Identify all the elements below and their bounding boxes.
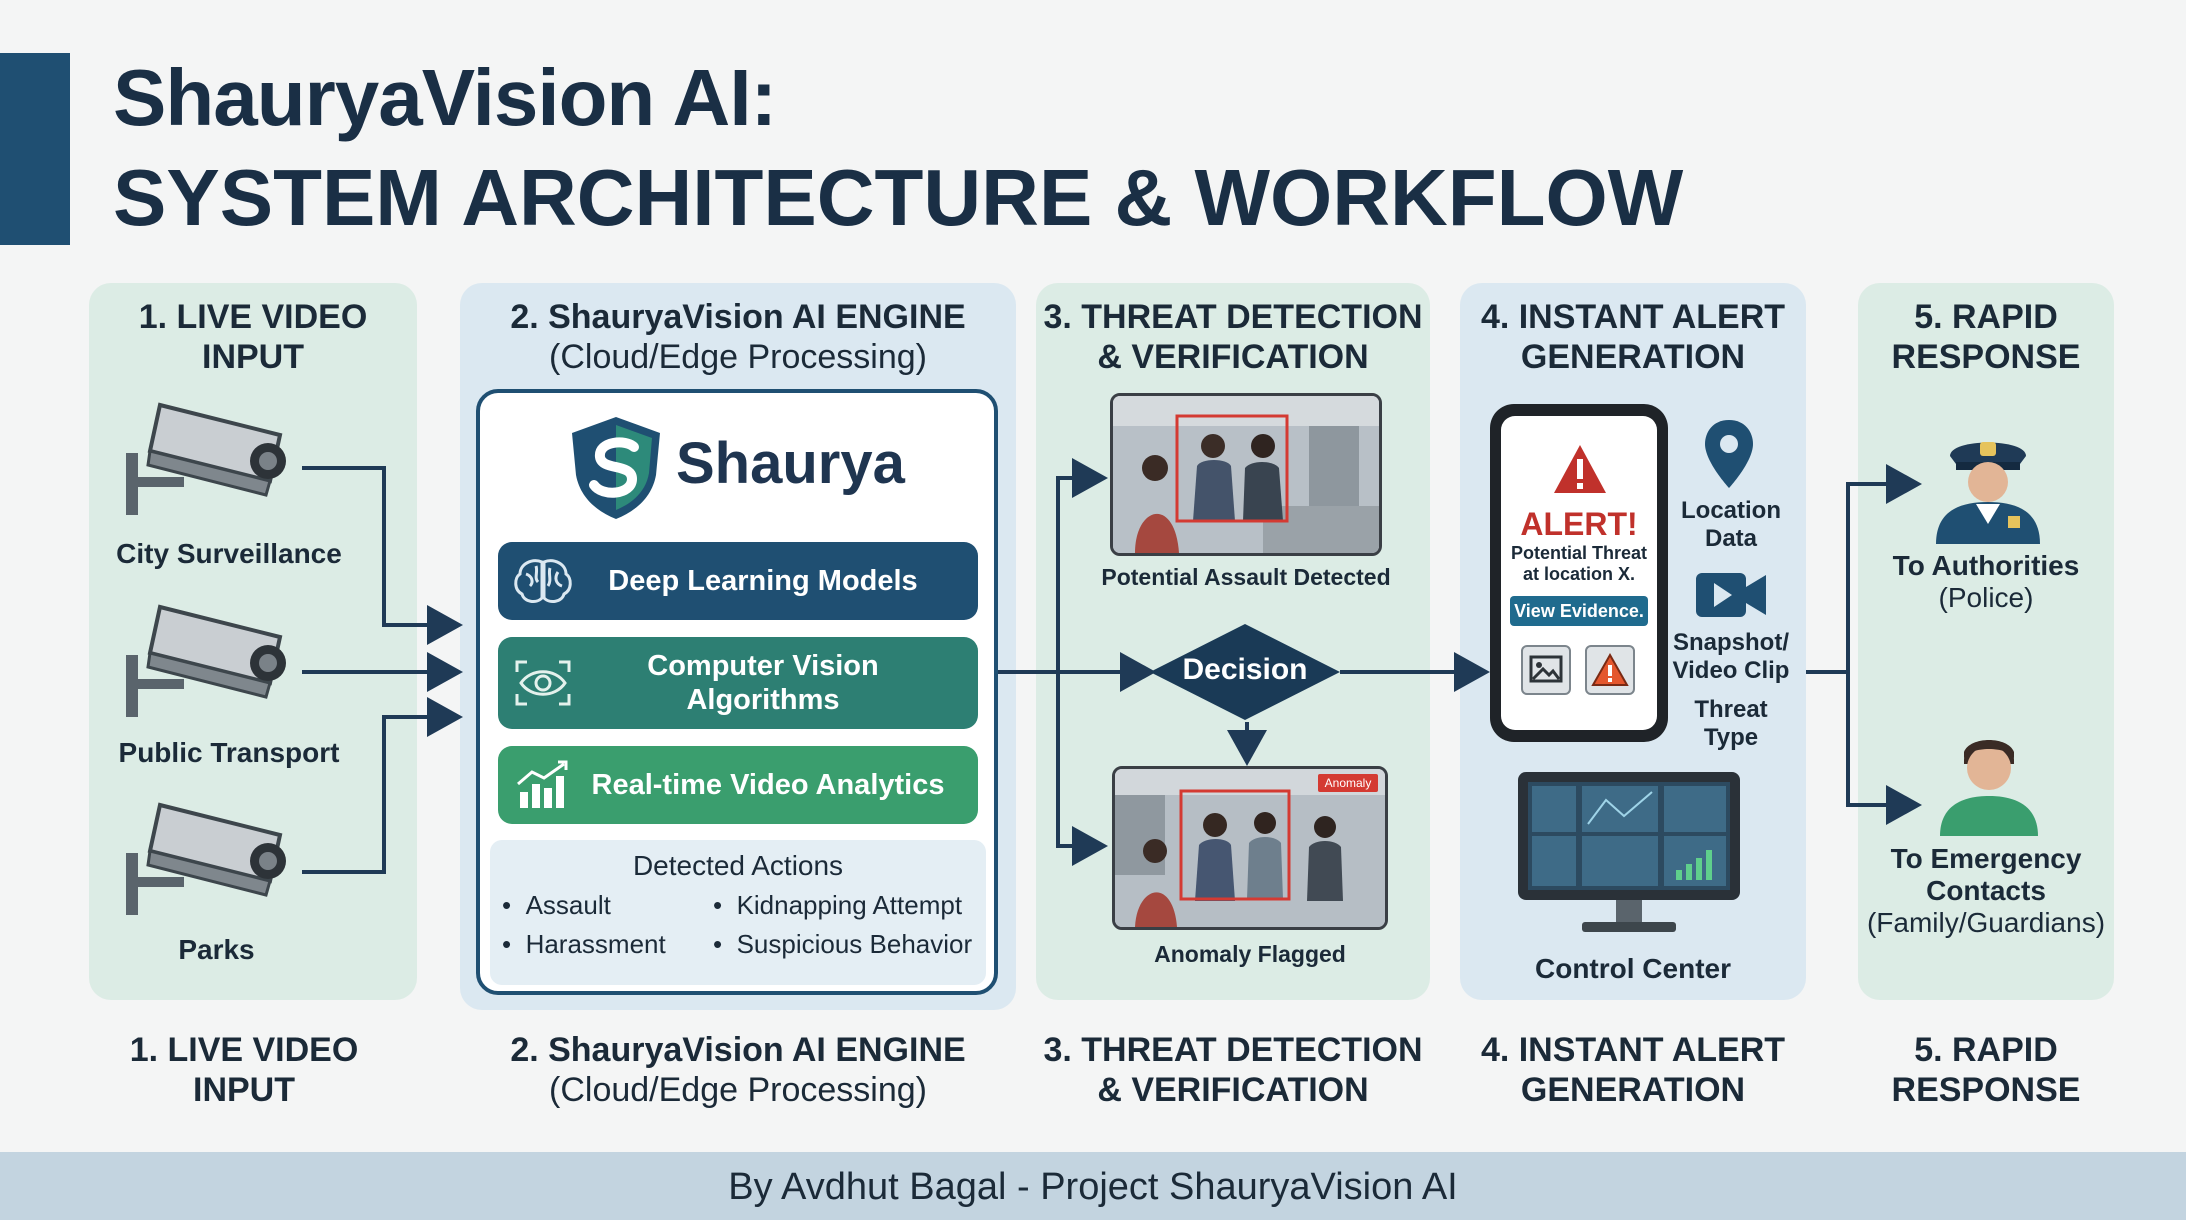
decision-diamond [1150,624,1340,720]
detected-action-item: • Assault [502,890,611,920]
location-pin-icon [1705,420,1753,488]
detected-action-item: • Harassment [502,929,666,959]
eye-scan-icon [498,658,588,708]
header-accent-bar [0,53,70,245]
footer-bar [0,1152,2186,1220]
view-evidence-button[interactable]: View Evidence. [1510,596,1648,626]
stage3-bottom-title: 3. THREAT DETECTION& VERIFICATION [1043,1031,1423,1109]
stage5-panel [1858,283,2114,1000]
stage3-title: 3. THREAT DETECTION& VERIFICATION [1043,298,1423,376]
anomaly-tag: Anomaly [1318,774,1378,792]
detected-actions-box [490,840,986,985]
anomaly-caption: Anomaly Flagged [1154,941,1346,967]
page-subtitle: SYSTEM ARCHITECTURE & WORKFLOW [113,153,1684,242]
brain-icon [498,556,588,606]
brand-name: Shaurya [676,431,905,496]
stage2-title: 2. ShauryaVision AI ENGINE(Cloud/Edge Pr… [510,298,966,376]
stage2-bottom-title: 2. ShauryaVision AI ENGINE(Cloud/Edge Pr… [510,1031,966,1109]
warning-icon [1585,645,1635,695]
module-video-analytics: Real-time Video Analytics [498,746,978,824]
assault-detection-image [1110,393,1382,556]
detected-actions-title: Detected Actions [632,850,844,881]
module-deep-learning: Deep Learning Models [498,542,978,620]
footer-credit: By Avdhut Bagal - Project ShauryaVision … [728,1166,1458,1208]
source-parks: Parks [178,934,255,965]
anomaly-detection-image [1112,766,1388,930]
bar-chart-icon [498,760,588,810]
source-city-surveillance: City Surveillance [116,538,342,569]
cctv-camera-icon [126,402,286,515]
detected-action-item: • Kidnapping Attempt [713,890,963,920]
page-title: ShauryaVision AI: [113,53,777,142]
monitor-icon [1518,772,1740,932]
decision-label: Decision [1182,653,1308,686]
assault-caption: Potential Assault Detected [1101,564,1391,590]
person-icon [1940,740,2038,836]
cctv-camera-icon [126,604,286,717]
image-icon [1521,645,1571,695]
video-camera-icon [1696,573,1766,617]
source-public-transport: Public Transport [118,737,340,768]
shield-s-logo-icon [572,417,660,519]
snapshot-video-label: Snapshot/Video Clip [1672,629,1790,684]
control-center-label: Control Center [1535,953,1731,984]
authorities-label: To Authorities(Police) [1892,550,2080,613]
warning-icon [1554,445,1606,493]
detected-action-item: • Suspicious Behavior [713,929,973,959]
alert-title: ALERT! [1520,506,1638,542]
police-officer-icon [1936,442,2040,544]
cctv-camera-icon [126,802,286,915]
